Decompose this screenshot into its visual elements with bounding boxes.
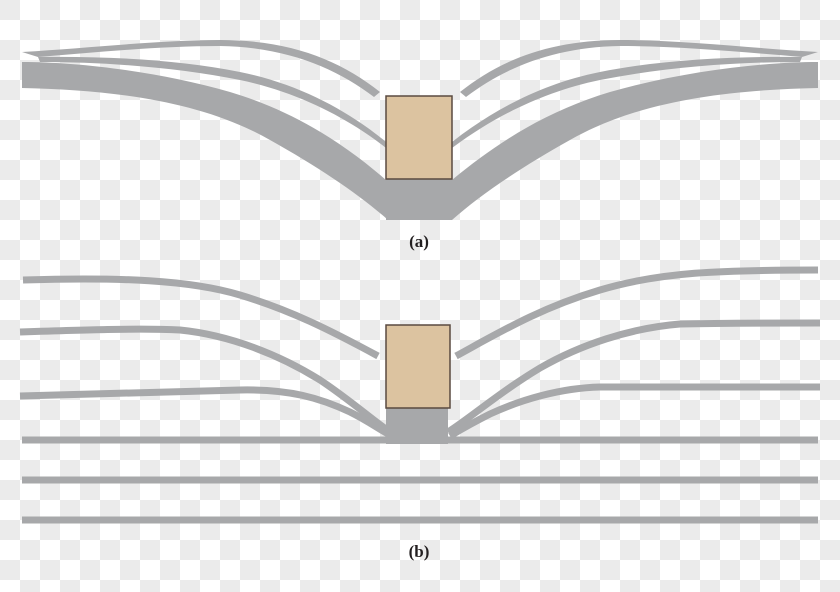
panel-b-layers bbox=[19, 266, 821, 524]
panel-b-caption: (b) bbox=[408, 542, 430, 561]
panel-a-main-band-left bbox=[22, 52, 400, 220]
panel-b-block bbox=[385, 324, 451, 409]
panel-a-main-band-right bbox=[440, 52, 818, 220]
panel-a-strand-2-left bbox=[38, 56, 386, 148]
panel-b-layer-2-right bbox=[446, 319, 821, 435]
panel-a-layers bbox=[22, 40, 818, 220]
panel-b-layer-3-right bbox=[448, 383, 821, 440]
panel-b-layer-1-left bbox=[22, 275, 380, 360]
panel-a-strand-1-right bbox=[460, 40, 818, 97]
panel-a-strand-1-left bbox=[22, 40, 380, 97]
panel-b-compressed-region bbox=[386, 407, 448, 444]
panel-a-strand-2-right bbox=[452, 56, 802, 148]
panel-b-layer-3-left bbox=[19, 386, 394, 440]
panel-a-block bbox=[385, 95, 453, 180]
panel-a-caption: (a) bbox=[409, 232, 429, 251]
panel-b-layer-1-right bbox=[454, 266, 819, 360]
panel-a-compressed-region bbox=[386, 178, 452, 220]
panel-b-layer-2-left bbox=[19, 325, 393, 435]
